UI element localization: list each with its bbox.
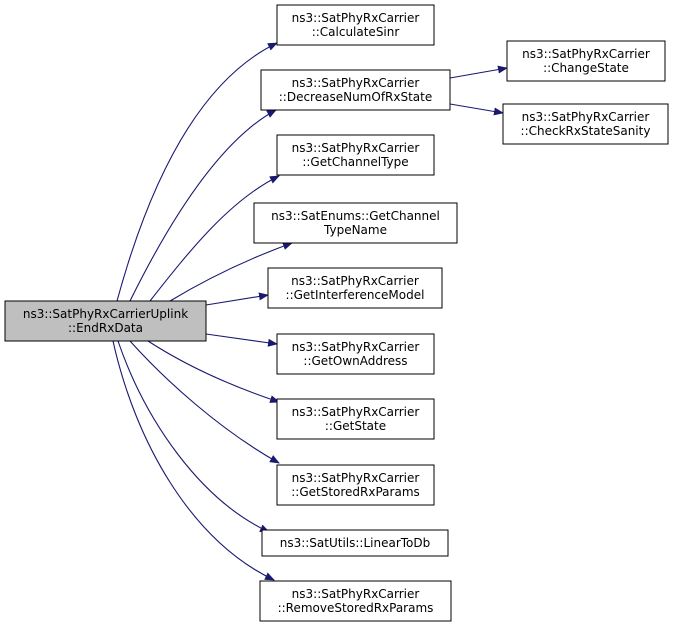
- node-root[interactable]: ns3::SatPhyRxCarrierUplink::EndRxData: [4, 300, 207, 342]
- node-label-line: TypeName: [323, 223, 387, 237]
- node-get-own-address[interactable]: ns3::SatPhyRxCarrier::GetOwnAddress: [276, 333, 435, 375]
- node-label-line: ns3::SatEnums::GetChannel: [271, 209, 440, 223]
- node-label-line: ns3::SatPhyRxCarrier: [292, 587, 420, 601]
- nodes-layer: ns3::SatPhyRxCarrierUplink::EndRxDatans3…: [4, 4, 669, 622]
- edge-decrease-num-of-rx-state-to-change-state: [449, 65, 508, 79]
- edge-root-to-get-own-address: [205, 333, 278, 347]
- node-label-line: ns3::SatPhyRxCarrier: [292, 11, 420, 25]
- node-box: [4, 300, 207, 342]
- node-get-channel-type[interactable]: ns3::SatPhyRxCarrier::GetChannelType: [276, 134, 435, 176]
- node-label-line: ns3::SatPhyRxCarrier: [292, 340, 420, 354]
- node-label-line: ::GetOwnAddress: [303, 354, 407, 368]
- node-label-line: ::CalculateSinr: [312, 25, 400, 39]
- node-remove-stored-rx-params[interactable]: ns3::SatPhyRxCarrier::RemoveStoredRxPara…: [259, 580, 452, 622]
- edge-root-to-get-interference-model: [205, 292, 269, 306]
- node-get-state[interactable]: ns3::SatPhyRxCarrier::GetState: [276, 398, 435, 440]
- node-label-line: ::CheckRxStateSanity: [521, 124, 651, 138]
- node-change-state[interactable]: ns3::SatPhyRxCarrier::ChangeState: [506, 40, 666, 82]
- node-label-line: ns3::SatUtils::LinearToDb: [280, 536, 431, 550]
- node-box: [276, 134, 435, 176]
- node-label-line: ns3::SatPhyRxCarrierUplink: [23, 307, 188, 321]
- node-box: [506, 40, 666, 82]
- edge-root-to-linear-to-db: [117, 340, 270, 533]
- edge-root-to-decrease-num-of-rx-state: [129, 109, 277, 302]
- node-label-line: ns3::SatPhyRxCarrier: [292, 76, 420, 90]
- node-label-line: ::ChangeState: [543, 61, 629, 75]
- node-label-line: ns3::SatPhyRxCarrier: [292, 471, 420, 485]
- edge-root-to-get-state: [147, 340, 280, 403]
- node-box: [276, 333, 435, 375]
- edge-root-to-get-stored-rx-params: [129, 340, 280, 464]
- node-box: [253, 202, 458, 244]
- node-label-line: ::GetState: [325, 419, 386, 433]
- node-label-line: ::GetChannelType: [302, 155, 408, 169]
- node-box: [276, 464, 435, 506]
- node-get-stored-rx-params[interactable]: ns3::SatPhyRxCarrier::GetStoredRxParams: [276, 464, 435, 506]
- node-label-line: ::GetStoredRxParams: [291, 485, 420, 499]
- edge-decrease-num-of-rx-state-to-check-rx-state-sanity: [449, 103, 504, 116]
- edge-root-to-remove-stored-rx-params: [112, 340, 275, 581]
- node-label-line: ::GetInterferenceModel: [286, 288, 425, 302]
- node-box: [259, 580, 452, 622]
- node-box: [502, 103, 669, 145]
- node-label-line: ::DecreaseNumOfRxState: [279, 90, 433, 104]
- node-box: [260, 69, 451, 111]
- node-label-line: ns3::SatPhyRxCarrier: [291, 274, 419, 288]
- node-get-interference-model[interactable]: ns3::SatPhyRxCarrier::GetInterferenceMod…: [267, 267, 443, 309]
- node-calculate-sinr[interactable]: ns3::SatPhyRxCarrier::CalculateSinr: [276, 4, 435, 46]
- node-label-line: ns3::SatPhyRxCarrier: [292, 141, 420, 155]
- edge-root-to-get-channel-type: [149, 175, 280, 302]
- node-label-line: ::EndRxData: [68, 321, 143, 335]
- edge-root-to-get-channel-type-name: [169, 242, 293, 302]
- node-label-line: ::RemoveStoredRxParams: [278, 601, 434, 615]
- node-label-line: ns3::SatPhyRxCarrier: [522, 47, 650, 61]
- node-label-line: ns3::SatPhyRxCarrier: [292, 405, 420, 419]
- edge-root-to-calculate-sinr: [116, 42, 278, 302]
- node-box: [267, 267, 443, 309]
- node-check-rx-state-sanity[interactable]: ns3::SatPhyRxCarrier::CheckRxStateSanity: [502, 103, 669, 145]
- node-linear-to-db[interactable]: ns3::SatUtils::LinearToDb: [261, 529, 449, 557]
- node-decrease-num-of-rx-state[interactable]: ns3::SatPhyRxCarrier::DecreaseNumOfRxSta…: [260, 69, 451, 111]
- edges-layer: [112, 42, 508, 581]
- node-box: [276, 4, 435, 46]
- node-label-line: ns3::SatPhyRxCarrier: [522, 110, 650, 124]
- node-box: [261, 529, 449, 557]
- node-box: [276, 398, 435, 440]
